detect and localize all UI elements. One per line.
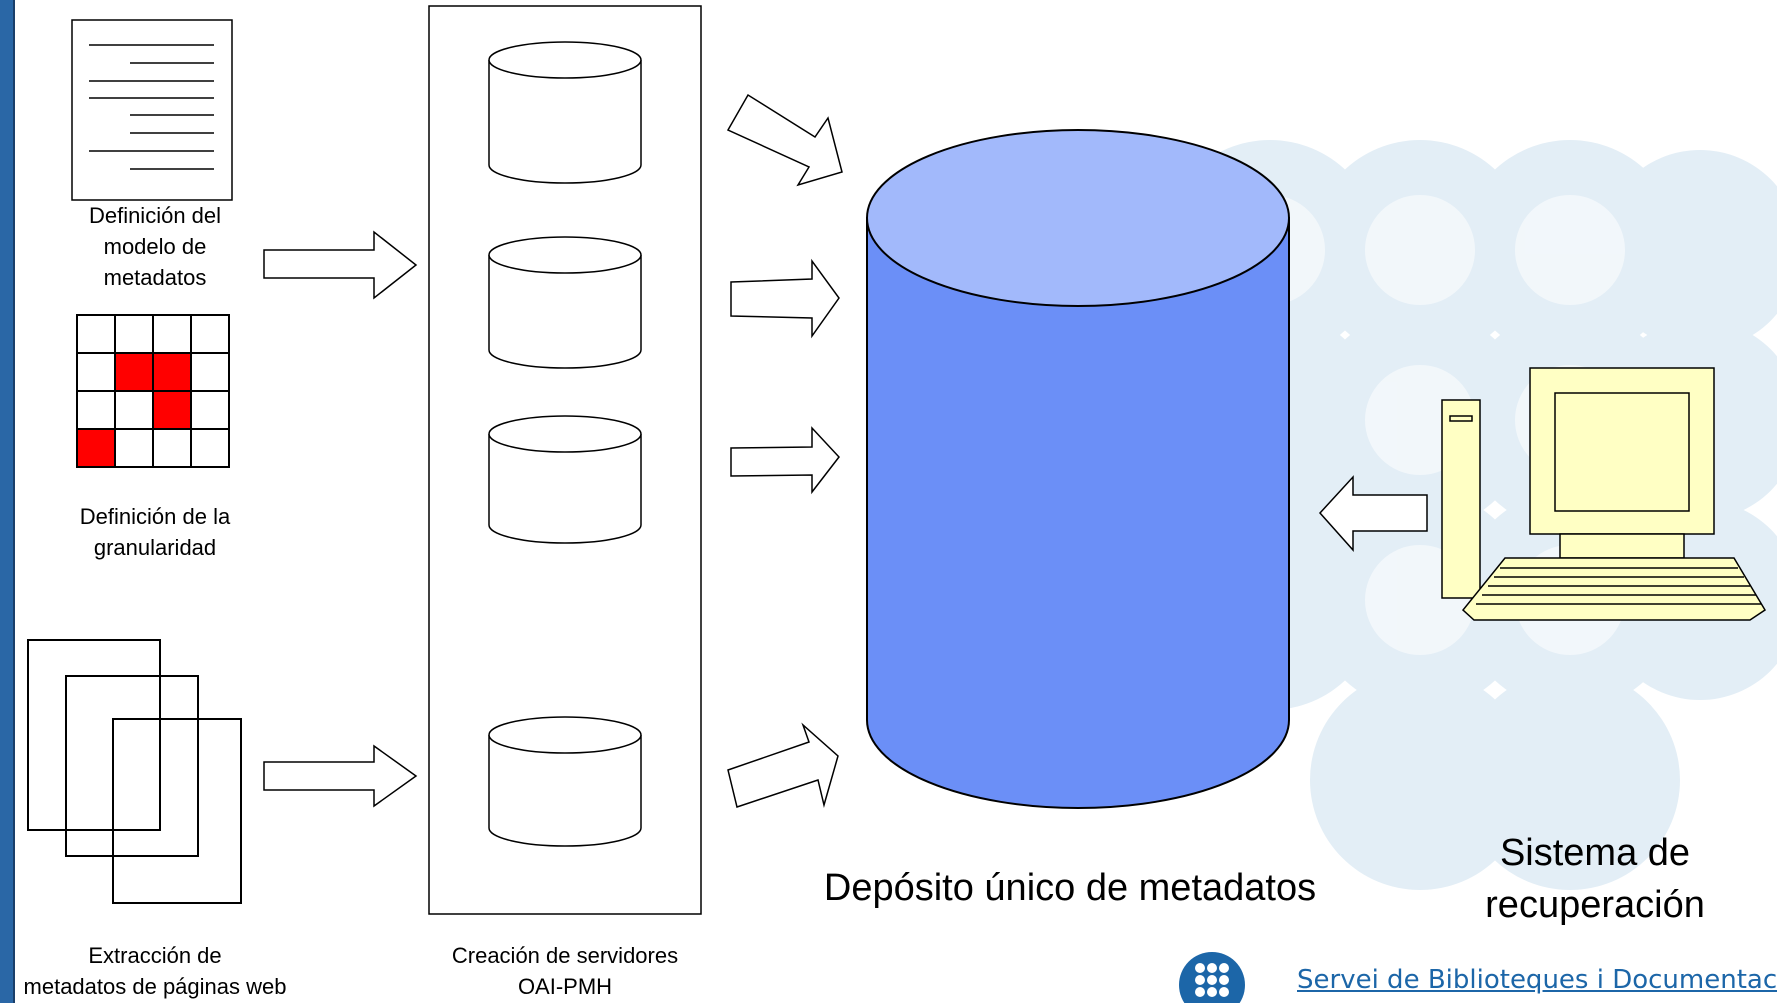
extraction-label: Extracción de metadatos de páginas web xyxy=(23,943,287,999)
grid-cell xyxy=(114,428,154,468)
grid-cell xyxy=(152,314,192,354)
arrow-icon xyxy=(726,93,843,187)
arrow-icon xyxy=(263,744,418,808)
document-icon xyxy=(71,19,233,201)
server-db-icon xyxy=(488,41,642,184)
grid-cell xyxy=(76,314,116,354)
repository-label: Depósito único de metadatos xyxy=(823,867,1317,909)
library-logo-icon xyxy=(1179,952,1245,1003)
grid-cell xyxy=(190,390,230,430)
server-db-icon xyxy=(488,716,642,847)
computer-icon xyxy=(1441,367,1767,621)
left-accent-bar xyxy=(0,0,13,1003)
pages-icon xyxy=(27,639,242,904)
metadata-model-label: Definición del modelo de metadatos xyxy=(88,203,222,290)
left-accent-bar-edge xyxy=(13,0,15,1003)
grid-cell xyxy=(114,314,154,354)
grid-cell-filled xyxy=(152,390,192,430)
grid-cell-filled xyxy=(76,428,116,468)
footer-link[interactable]: Servei de Biblioteques i Documentac xyxy=(1297,965,1777,995)
arrow-icon xyxy=(730,426,840,495)
grid-cell xyxy=(76,390,116,430)
arrow-icon xyxy=(1318,475,1428,552)
server-db-icon xyxy=(488,415,642,544)
grid-cell xyxy=(114,390,154,430)
grid-icon xyxy=(76,314,230,468)
grid-cell-filled xyxy=(114,352,154,392)
server-db-icon xyxy=(488,236,642,369)
servers-label: Creación de servidores OAI-PMH xyxy=(451,943,679,999)
arrow-icon xyxy=(727,722,839,808)
grid-cell xyxy=(76,352,116,392)
grid-cell xyxy=(190,428,230,468)
grid-cell xyxy=(152,428,192,468)
grid-cell xyxy=(190,314,230,354)
granularity-label: Definición de la granularidad xyxy=(79,504,231,560)
repository-db-icon xyxy=(866,129,1290,809)
grid-cell xyxy=(190,352,230,392)
grid-cell-filled xyxy=(152,352,192,392)
arrow-icon xyxy=(263,230,418,300)
arrow-icon xyxy=(730,258,840,339)
retrieval-label: Sistema de recuperación xyxy=(1485,832,1705,926)
